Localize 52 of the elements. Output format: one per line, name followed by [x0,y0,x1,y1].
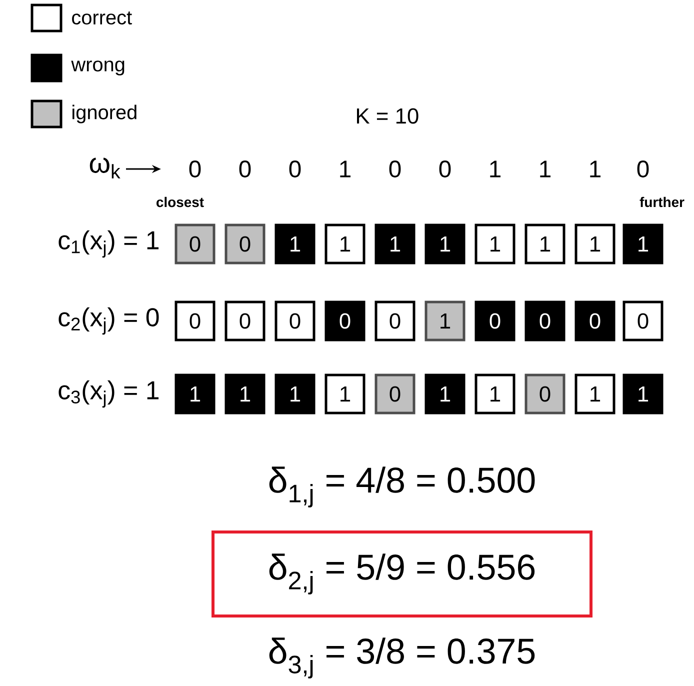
classifier-label: c$_{2}$(x$_{j}$) = 0 [58,307,159,335]
grid-cell: 0 [524,300,566,342]
classifier-label: c$_{3}$(x$_{j}$) = 1 [58,380,159,408]
grid-cell: 1 [622,224,664,264]
weight-digit: 1 [590,160,600,178]
grid-cell: 0 [274,300,316,342]
grid-cell: 0 [622,300,664,342]
weight-digit: 0 [189,160,201,178]
grid-cell: 1 [274,374,316,414]
grid-cell: 0 [224,300,266,342]
grid-cell: 1 [424,224,466,264]
weight-digit: 0 [239,160,251,178]
grid-cell: 1 [524,224,566,264]
score-formula: δ$_{1,j}$ = 4/8 = 0.500 [269,466,535,508]
grid-cell: 0 [324,300,366,342]
grid-cell: 1 [274,224,316,264]
grid-cell: 1 [474,224,516,264]
grid-cell: 1 [574,224,616,264]
parameter-label: K = 10 [357,108,418,124]
legend-label: ignored [72,104,136,124]
grid-cell: 1 [574,374,616,414]
weight-digit: 0 [389,160,401,178]
grid-cell: 0 [174,224,216,264]
weight-digit: 0 [439,160,451,178]
grid-cell: 1 [374,224,416,264]
grid-cell: 0 [224,224,266,264]
grid-cell: 1 [474,374,516,414]
weight-digit: 1 [540,160,550,178]
grid-cell: 1 [174,374,216,414]
grid-cell: 0 [524,374,566,414]
grid-cell: 1 [224,374,266,414]
classifier-label: c$_{1}$(x$_{j}$) = 1 [58,230,159,258]
further-label: further [640,196,684,208]
legend-label: correct [72,11,132,25]
weight-label: ω$_{k}$ [90,158,120,178]
grid-cell: 1 [424,300,466,342]
closest-label: closest [156,196,204,208]
legend-label: wrong [71,60,124,76]
grid-cell: 1 [424,374,466,414]
weight-digit: 0 [289,160,301,178]
grid-cell: 1 [324,224,366,264]
weight-digit: 1 [340,160,350,178]
grid-cell: 0 [374,374,416,414]
grid-cell: 0 [374,300,416,342]
highlight-box: δ$_{2,j}$ = 5/9 = 0.556 [212,530,592,618]
grid-cell: 0 [574,300,616,342]
weight-digit: 1 [490,160,500,178]
grid-cell: 0 [174,300,216,342]
grid-cell: 1 [324,374,366,414]
grid-cell: 0 [474,300,516,342]
weight-digit: 0 [637,160,649,178]
grid-cell: 1 [622,374,664,414]
